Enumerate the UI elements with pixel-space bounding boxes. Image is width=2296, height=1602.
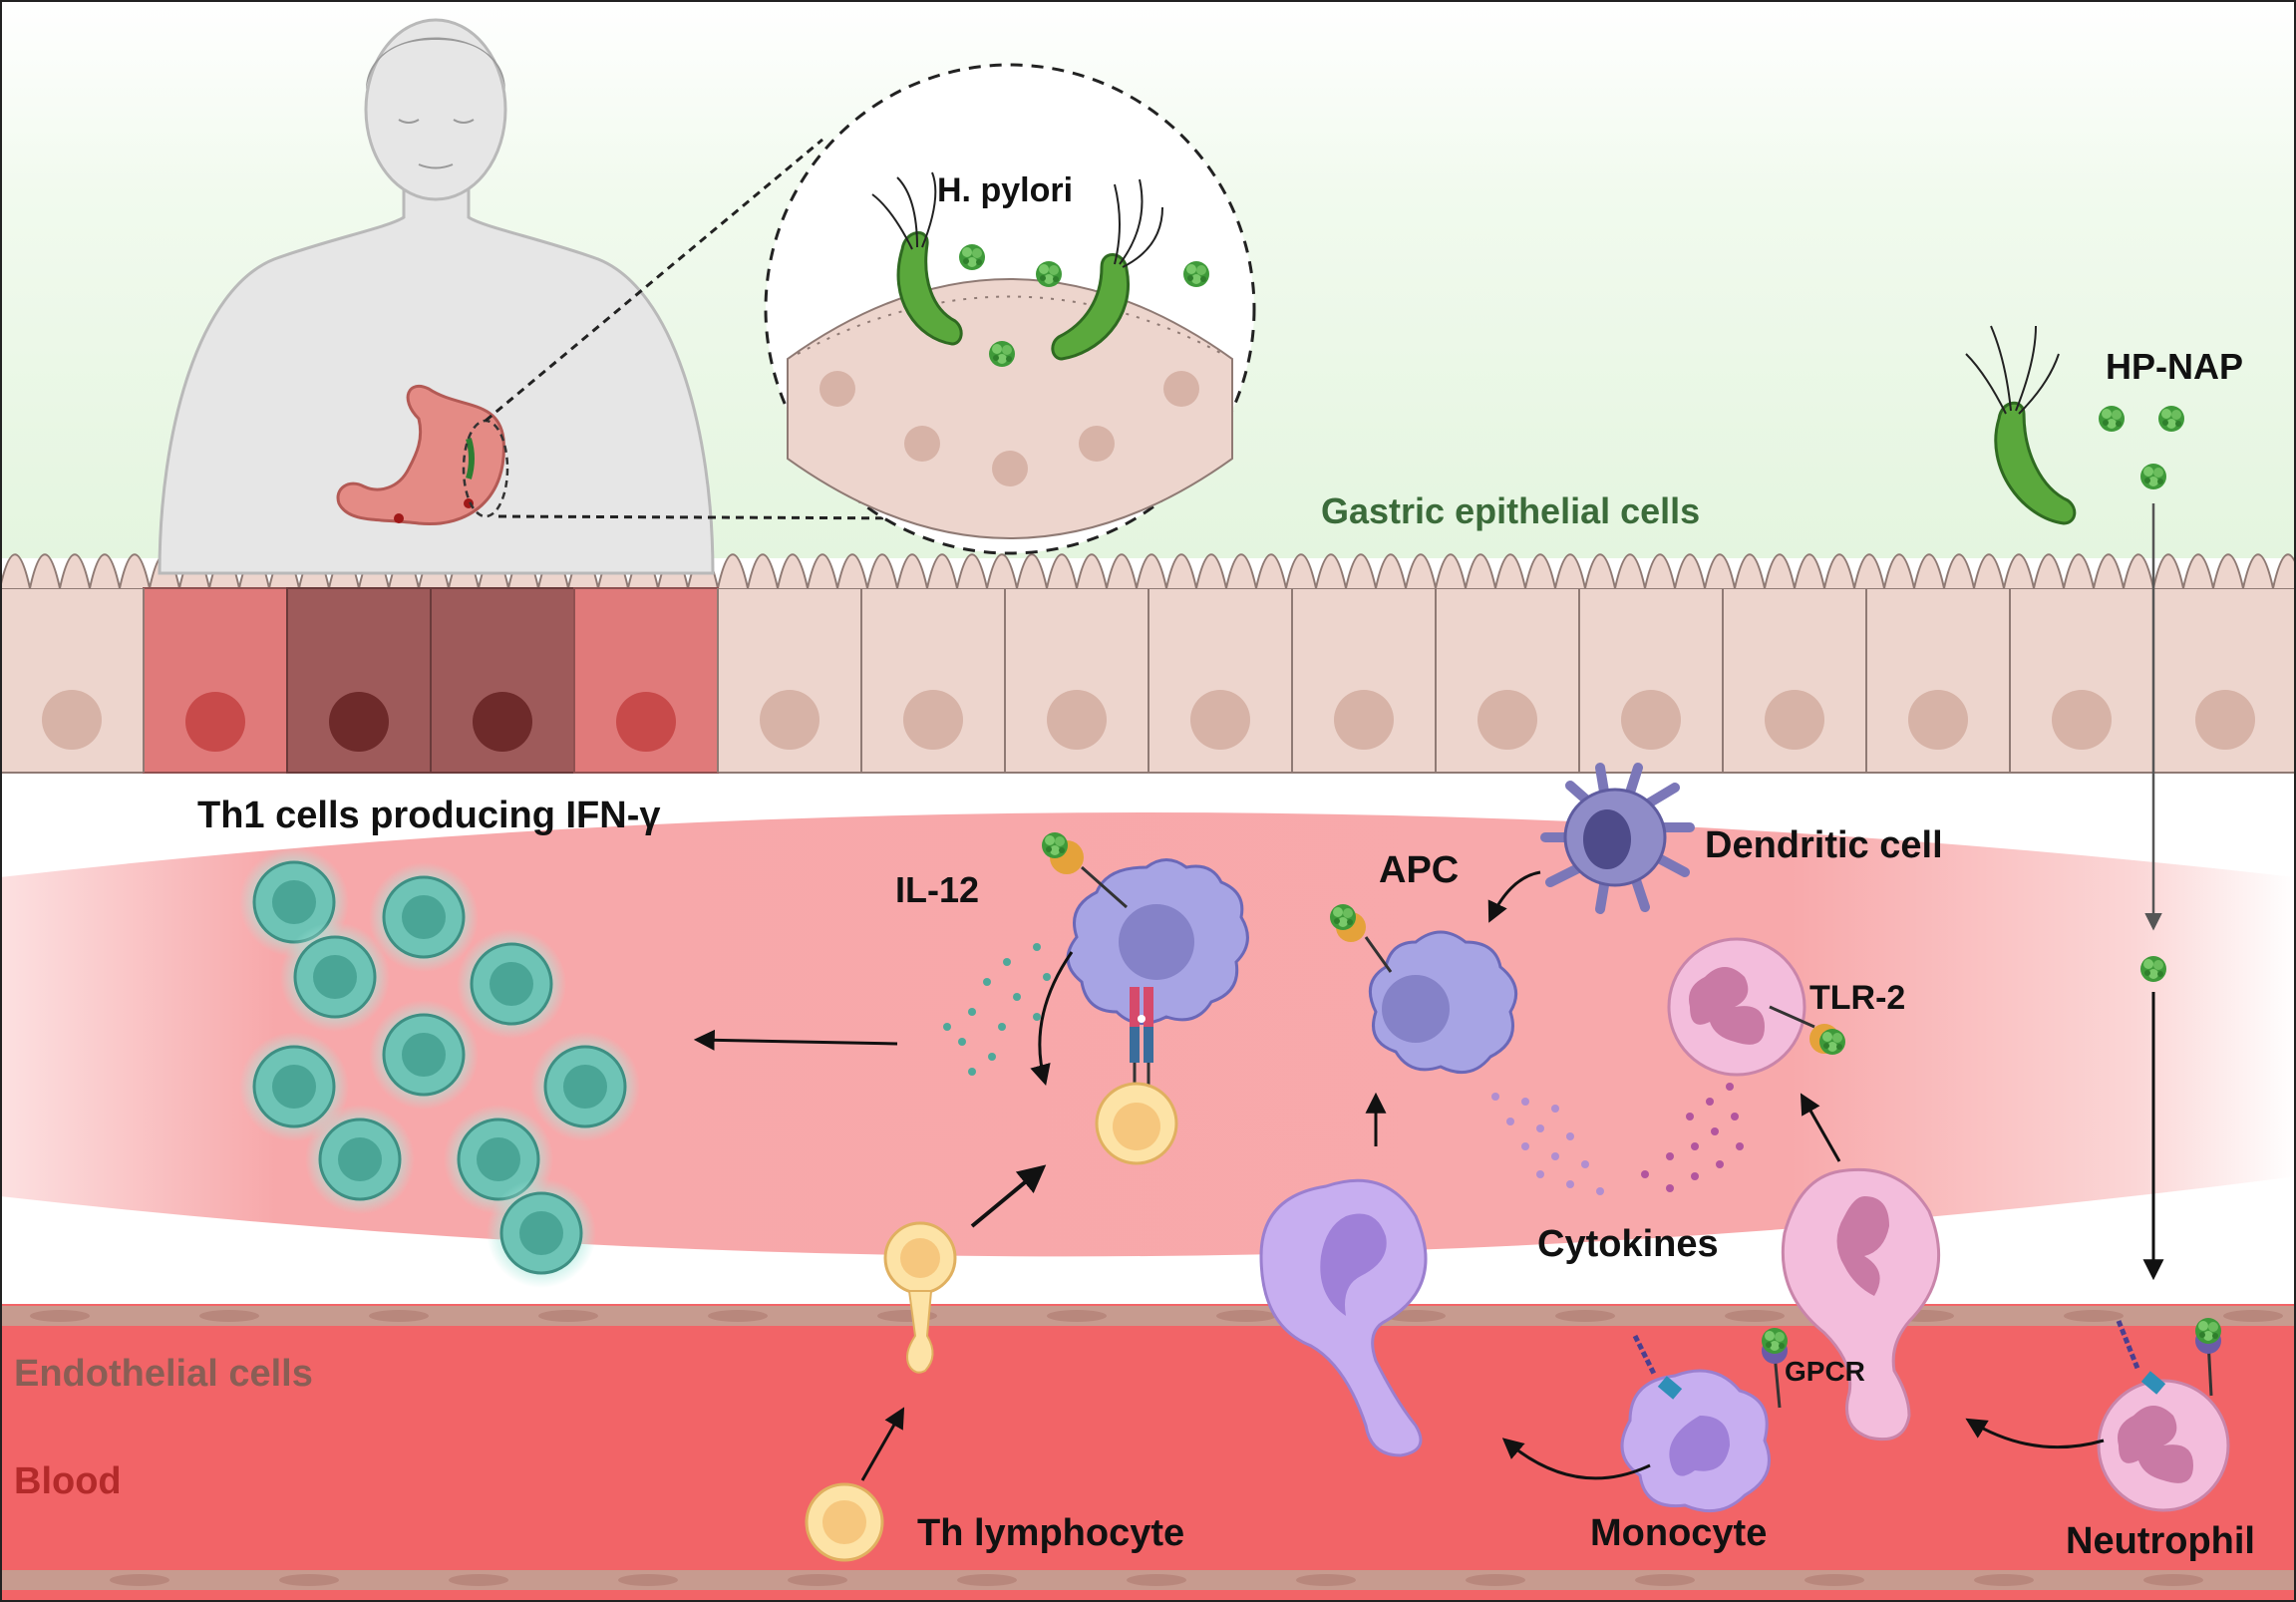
th1-cell xyxy=(369,862,479,972)
il12-cytokine-dots xyxy=(943,943,1051,1076)
il12-apc-cell xyxy=(1042,832,1249,1087)
th1-cell xyxy=(305,1105,415,1214)
h-pylori-label: H. pylori xyxy=(937,171,1073,209)
th1-cell-cluster xyxy=(239,847,640,1288)
extravasating-monocyte xyxy=(1259,1178,1428,1457)
blood-label: Blood xyxy=(14,1460,122,1502)
stomach-icon xyxy=(336,384,505,526)
endothelial-lining xyxy=(30,1310,2283,1586)
th1-cell xyxy=(487,1178,596,1288)
neutrophil-label: Neutrophil xyxy=(2066,1520,2255,1562)
th1-cell xyxy=(239,1032,349,1141)
apc-cell xyxy=(1330,904,1518,1075)
neutrophil-cell xyxy=(2097,1318,2230,1512)
h-pylori-zoom-inset xyxy=(764,63,1256,555)
blood-vessel xyxy=(0,1304,2296,1602)
dendritic-cell xyxy=(1540,763,1695,914)
apc-label: APC xyxy=(1379,849,1459,891)
il12-label: IL-12 xyxy=(895,869,979,910)
dendritic-cell-label: Dendritic cell xyxy=(1705,824,1943,866)
tlr2-label: TLR-2 xyxy=(1809,979,1905,1017)
th1-cell xyxy=(280,922,390,1032)
th1-cell xyxy=(530,1032,640,1141)
extravasating-neutrophil xyxy=(1781,1167,1941,1442)
th-lymphocyte-cell xyxy=(805,1482,884,1562)
extravasating-th-cell xyxy=(883,1221,957,1374)
cytokines-label: Cytokines xyxy=(1537,1223,1719,1265)
cytokine-dots xyxy=(1491,1093,1604,1195)
tlr2-neutrophil-cell xyxy=(1667,937,1845,1077)
differentiation-arrow xyxy=(693,1029,898,1051)
bacterium-icon xyxy=(1051,253,1130,361)
th1-cell xyxy=(369,1000,479,1110)
th-lymphocyte-label: Th lymphocyte xyxy=(917,1512,1184,1554)
th1-cells-label: Th1 cells producing IFN-γ xyxy=(197,795,661,836)
monocyte-cell xyxy=(1620,1328,1788,1513)
hp-nap-label: HP-NAP xyxy=(2106,346,2243,387)
gastric-epithelial-label: Gastric epithelial cells xyxy=(1321,490,1700,531)
zoom-connector xyxy=(497,514,928,520)
zoom-connector xyxy=(485,138,823,423)
naive-th-cell xyxy=(1095,1082,1178,1165)
th1-cell xyxy=(457,929,566,1039)
gastric-epithelium xyxy=(0,553,2296,774)
monocyte-label: Monocyte xyxy=(1590,1512,1767,1554)
gpcr-label: GPCR xyxy=(1785,1356,1865,1387)
hp-nap-source xyxy=(1965,325,2184,525)
human-figure xyxy=(158,18,715,575)
endothelial-cells-label: Endothelial cells xyxy=(14,1353,313,1395)
